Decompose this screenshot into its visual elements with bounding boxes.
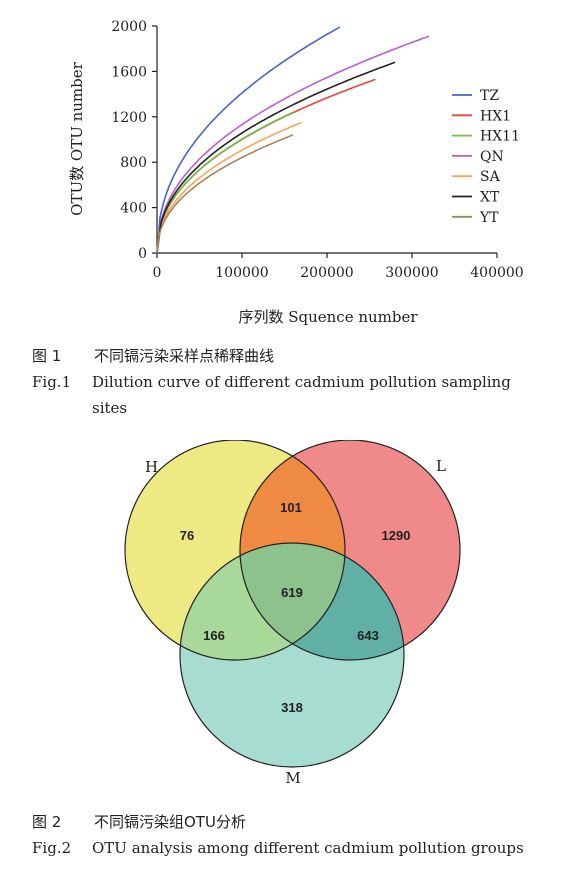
series-line-xt [156,61,396,254]
venn-value-h-l-m: 619 [281,585,303,600]
venn-label-l: L [436,457,446,475]
figure1-title-en: Dilution curve of different cadmium poll… [92,373,511,391]
venn-outline-m [179,542,405,768]
figure1-caption-en: Fig.1 Dilution curve of different cadmium… [32,372,511,392]
venn-label-h: H [145,458,158,476]
venn-value-m: 318 [281,700,303,715]
series-line-hx11 [156,111,294,254]
y-tick-label: 1600 [111,64,147,80]
legend-label-hx1: HX1 [480,108,511,124]
venn-value-l: 1290 [382,528,411,543]
series-line-hx1 [156,78,376,254]
figure1-number-en: Fig.1 [32,373,72,391]
x-tick-label: 400000 [470,265,523,281]
venn-label-m: M [285,769,300,785]
legend-label-hx11: HX11 [480,129,520,145]
venn-outline-h [124,440,346,661]
figure1-title-cn: 不同镉污染采样点稀释曲线 [94,347,275,365]
x-tick-label: 0 [153,265,162,281]
venn-value-h: 76 [180,528,194,543]
venn-diagram: H L M 76 1290 318 101 166 643 619 [124,440,461,785]
chart-axes: 0 100000 200000 300000 400000 0 400 800 1200 1600… [111,19,523,281]
figure1-caption-cn: 图 1 不同镉污染采样点稀释曲线 [32,346,274,366]
figure1-title-en-line2: sites [92,399,128,417]
series-line-qn [156,35,430,254]
figure2-title-en: OTU analysis among different cadmium pol… [92,839,524,857]
figure2-number-en: Fig.2 [32,839,72,857]
figure2-caption-en: Fig.2 OTU analysis among different cadmiu… [32,838,524,858]
legend-label-qn: QN [480,149,504,165]
figure1-number-cn: 图 1 [32,347,62,365]
venn-value-h-m: 166 [203,628,225,643]
y-tick-label: 1200 [111,110,147,126]
figure1-caption-en-line2: sites [92,398,127,418]
series-line-yt [156,134,294,254]
x-axis-label: 序列数 Squence number [238,308,418,326]
rarefaction-chart: 0 100000 200000 300000 400000 0 400 800 1200 1600… [68,19,524,326]
y-axis-label: OTU数 OTU number [68,61,86,215]
legend-label-yt: YT [479,210,499,226]
y-tick-label: 2000 [111,19,147,35]
x-tick-label: 100000 [215,265,268,281]
x-tick-label: 200000 [300,265,353,281]
y-tick-label: 800 [120,155,147,171]
figure2-caption-cn: 图 2 不同镉污染组OTU分析 [32,812,246,832]
venn-outline-l [239,440,461,661]
y-tick-label: 400 [120,201,147,217]
legend-label-xt: XT [480,190,500,206]
chart-lines [156,26,430,254]
x-tick-label: 300000 [385,265,438,281]
legend-label-sa: SA [480,169,501,185]
figure2-number-cn: 图 2 [32,813,62,831]
y-tick-label: 0 [138,246,147,262]
venn-value-h-l: 101 [280,500,302,515]
legend-label-tz: TZ [480,88,499,104]
venn-value-l-m: 643 [357,628,379,643]
figure2-title-cn: 不同镉污染组OTU分析 [94,813,246,831]
series-line-sa [156,121,302,254]
series-line-tz [156,26,341,254]
